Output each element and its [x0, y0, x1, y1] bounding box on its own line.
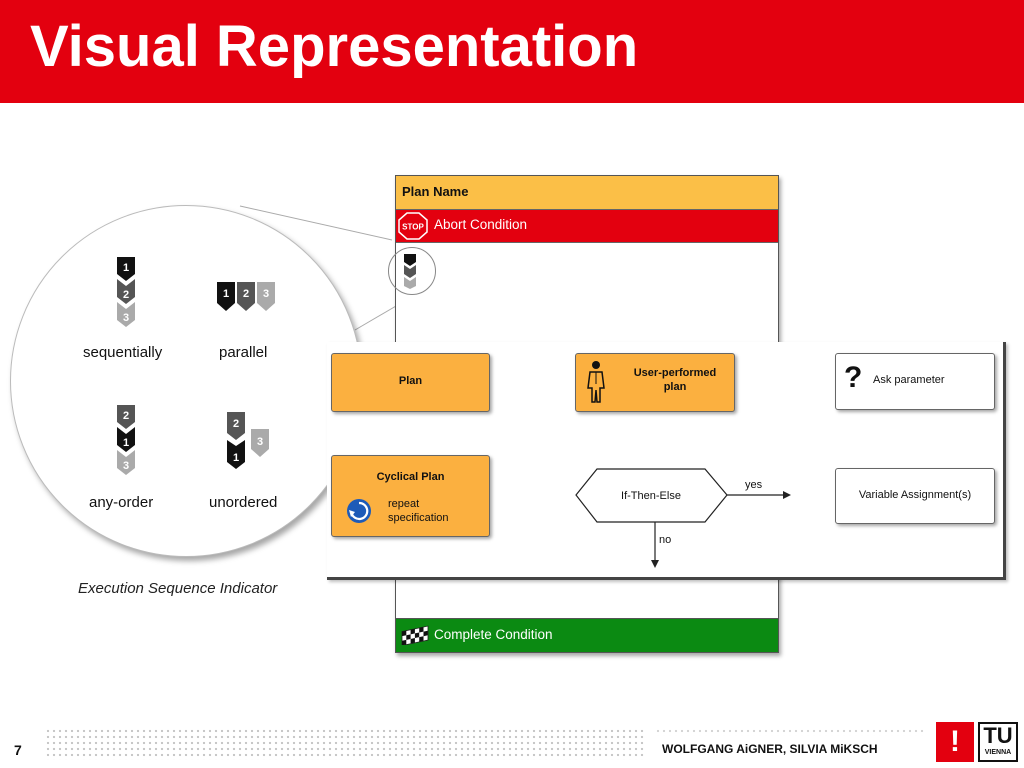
svg-text:2: 2	[123, 410, 129, 422]
user-performed-label-line2: plan	[663, 381, 687, 393]
mini-sequence-indicator-icon	[404, 254, 416, 289]
plan-name-label: Plan Name	[402, 184, 469, 199]
any-order-indicator-icon: 2 1 3	[117, 405, 135, 475]
vienna-logo-text: VIENNA	[984, 749, 1012, 756]
svg-text:2: 2	[233, 418, 239, 430]
page-number: 7	[14, 742, 22, 758]
plan-box: Plan	[331, 353, 490, 412]
parallel-indicator-icon: 1 2 3	[217, 282, 275, 311]
footer-dot-pattern	[45, 728, 645, 760]
indicator-zoom-ring	[388, 247, 436, 295]
footer-dot-pattern-right	[655, 728, 925, 736]
svg-text:2: 2	[243, 288, 249, 300]
unordered-indicator-icon: 2 1 3	[227, 412, 269, 469]
abort-condition-label: Abort Condition	[434, 217, 528, 232]
complete-condition-label: Complete Condition	[434, 627, 553, 642]
repeat-cycle-icon	[347, 499, 371, 523]
unordered-label: unordered	[209, 494, 278, 511]
footer-authors: WOLFGANG AiGNER, SILVIA MiKSCH	[662, 742, 878, 756]
any-order-label: any-order	[89, 494, 154, 511]
ask-parameter-label: Ask parameter	[873, 374, 945, 386]
exclamation-logo-icon: !	[936, 722, 974, 762]
variable-assignment-label: Variable Assignment(s)	[858, 489, 972, 501]
user-person-icon	[587, 361, 605, 403]
tu-logo-text: TU	[983, 723, 1013, 748]
repeat-label-line2: specification	[388, 512, 449, 524]
sequentially-label: sequentially	[83, 344, 163, 361]
ask-parameter-box: ? Ask parameter	[835, 353, 995, 410]
slide-header: Visual Representation	[0, 0, 1024, 103]
execution-sequence-caption: Execution Sequence Indicator	[78, 580, 278, 597]
svg-text:3: 3	[123, 460, 129, 472]
svg-text:2: 2	[123, 289, 129, 301]
slide-title: Visual Representation	[30, 14, 639, 79]
execution-sequence-magnifier: 1 2 3 sequentially 1 2 3 parallel 2 1 3 …	[10, 205, 362, 557]
parallel-label: parallel	[219, 344, 268, 361]
no-label: no	[659, 534, 671, 546]
svg-text:1: 1	[223, 288, 229, 300]
sequential-indicator-icon: 1 2 3	[117, 257, 135, 327]
yes-label: yes	[745, 479, 763, 491]
svg-text:1: 1	[123, 437, 129, 449]
plan-elements-legend: Plan User-performed plan ? Ask parameter…	[327, 342, 1006, 580]
svg-text:3: 3	[263, 288, 269, 300]
abort-condition-bar: STOP Abort Condition	[396, 210, 778, 243]
stop-sign-icon: STOP	[398, 212, 428, 240]
svg-text:1: 1	[233, 452, 239, 464]
cyclical-plan-box: Cyclical Plan repeat specification	[331, 455, 490, 537]
user-performed-label-line1: User-performed	[633, 367, 717, 379]
plan-name-bar: Plan Name	[396, 176, 778, 210]
svg-text:1: 1	[123, 262, 129, 274]
plan-label: Plan	[398, 375, 423, 387]
complete-condition-bar: Complete Condition	[396, 618, 778, 652]
cyclical-plan-label: Cyclical Plan	[376, 471, 445, 483]
question-mark-icon: ?	[844, 361, 863, 394]
user-performed-plan-box: User-performed plan	[575, 353, 735, 412]
if-then-else-decision: If-Then-Else yes no	[575, 468, 791, 568]
variable-assignment-box: Variable Assignment(s)	[835, 468, 995, 524]
tu-vienna-logo: TU VIENNA	[978, 722, 1018, 762]
stop-sign-text: STOP	[402, 223, 424, 232]
svg-text:3: 3	[257, 436, 263, 448]
repeat-label-line1: repeat	[388, 498, 420, 510]
checkered-flag-icon	[401, 625, 429, 645]
svg-text:3: 3	[123, 312, 129, 324]
if-then-else-label: If-Then-Else	[621, 490, 681, 502]
